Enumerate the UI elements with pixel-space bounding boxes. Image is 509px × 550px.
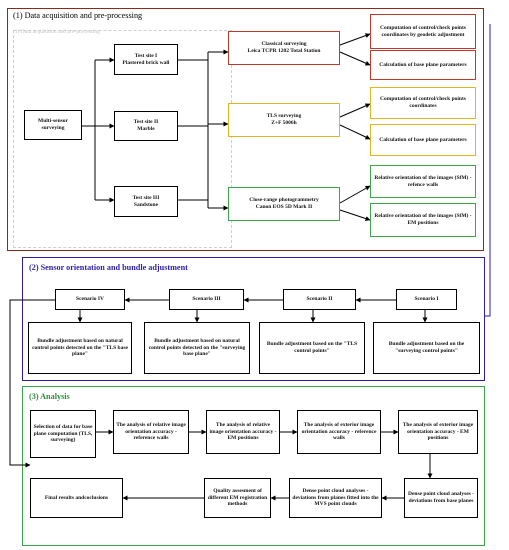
box-ba-surveying-base-plane: Bundle adjustment based on natural contr…	[144, 322, 250, 374]
box-analysis-relative-em: The analysis of relative image orientati…	[206, 410, 280, 454]
box-test-site-3: Test site III Sandstone	[114, 186, 178, 217]
box-tls-surveying: TLS surveying Z+F 5006h	[228, 103, 340, 137]
box-analysis-relative-walls: The analysis of relative image orientati…	[113, 410, 189, 454]
box-computation-control-points: Computation of control/check points coor…	[370, 87, 476, 119]
box-analysis-exterior-walls: The analysis of exterior image orientati…	[297, 410, 381, 454]
box-test-site-1: Test site I Plastered brick wall	[114, 44, 178, 75]
section-title-sensor-orientation: (2) Sensor orientation and bundle adjust…	[29, 263, 188, 272]
box-relative-orientation-walls: Relative orientation of the images (SfM)…	[370, 165, 476, 198]
box-relative-orientation-em: Relative orientation of the images (SfM)…	[370, 203, 476, 237]
box-scenario-2: Scenario II	[283, 289, 356, 310]
box-multi-sensor-surveying: Multi-sensor surveying	[24, 110, 82, 140]
box-computation-geodetic-adjustment: Computation of control/check points coor…	[370, 14, 476, 49]
section-analysis: (3) Analysis	[22, 386, 485, 546]
box-close-range-photogrammetry: Close-range photogrammetry Canon EOS 5D …	[228, 187, 340, 221]
box-quality-assessment: Quality assesment of different EM regist…	[204, 478, 271, 518]
box-final-results: Final results andcoclusions	[30, 478, 123, 518]
box-dense-base-planes: Dense point cloud analyses - deviations …	[404, 478, 478, 518]
box-analysis-exterior-em: The analysis of exterior image orientati…	[398, 410, 478, 454]
section-sensor-orientation: (2) Sensor orientation and bundle adjust…	[22, 257, 485, 381]
box-calc-base-plane-2: Calculation of base plane parameters	[370, 124, 476, 156]
box-calc-base-plane-1: Calculation of base plane parameters	[370, 50, 476, 80]
ghost-section-title: (1) Data acquisition and pre-processing	[13, 29, 100, 35]
section-data-acquisition: (1) Data acquisition and pre-processing	[7, 8, 484, 251]
section-title-analysis: (3) Analysis	[29, 392, 70, 401]
box-scenario-1: Scenario I	[396, 289, 457, 310]
box-selection-data: Selection of data for base plane computa…	[30, 410, 96, 458]
box-scenario-3: Scenario III	[169, 289, 244, 310]
box-ba-tls-control-points: Bundle adjustment based on the "TLS cont…	[259, 322, 365, 374]
box-dense-planes-fitted: Dense point cloud analyses - deviations …	[289, 478, 382, 518]
box-ba-tls-base-plane: Bundle adjustment based on natural contr…	[28, 322, 132, 374]
box-ba-surveying-control-points: Bundle adjustment based on the "surveyin…	[373, 322, 480, 374]
box-test-site-2: Test site II Marble	[114, 111, 178, 141]
box-scenario-4: Scenario IV	[55, 289, 125, 310]
section-title-data-acquisition: (1) Data acquisition and pre-processing	[13, 11, 143, 20]
box-classical-surveying: Classical surveying Leica TCPR 1202 Tota…	[228, 31, 340, 65]
data-acquisition-inner-frame	[13, 30, 232, 248]
